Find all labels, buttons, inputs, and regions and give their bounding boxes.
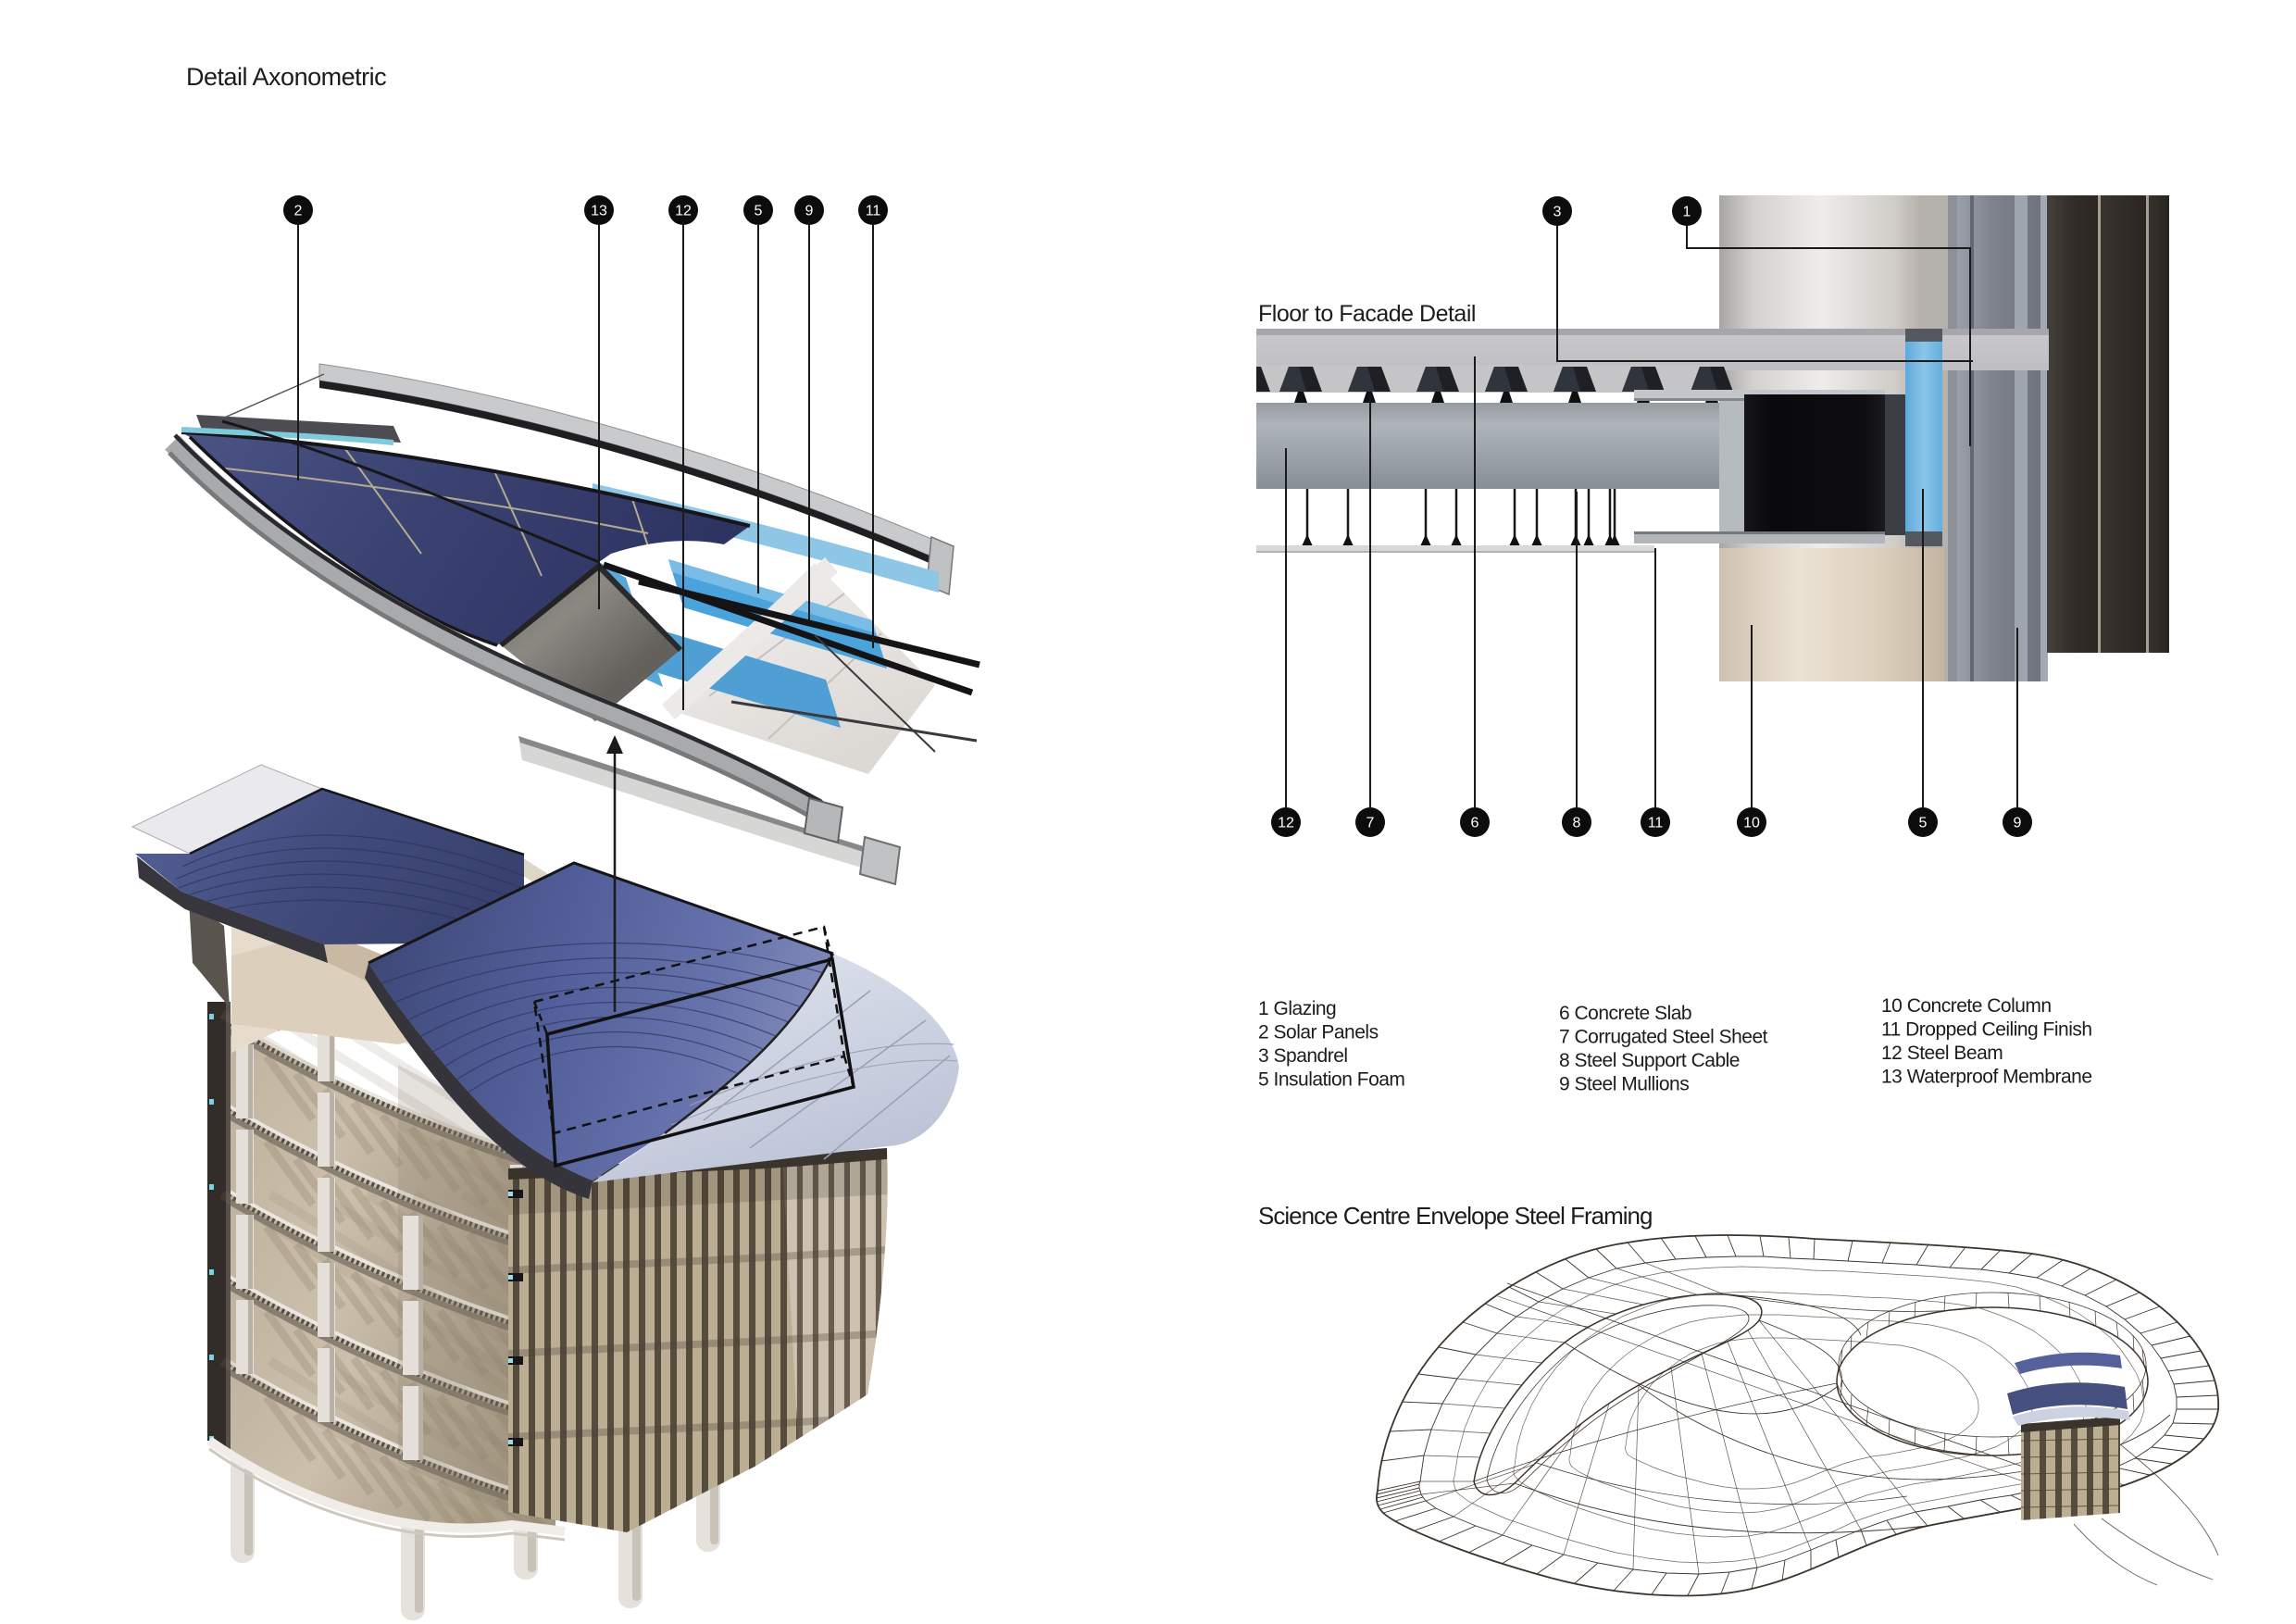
svg-text:11: 11 [866, 204, 881, 219]
svg-text:11: 11 [1648, 816, 1664, 831]
svg-text:Science Centre Envelope Steel: Science Centre Envelope Steel Framing [1258, 1202, 1652, 1230]
svg-text:9: 9 [805, 204, 814, 219]
svg-text:5 Insulation Foam: 5 Insulation Foam [1258, 1069, 1404, 1091]
svg-text:8 Steel Support Cable: 8 Steel Support Cable [1559, 1050, 1740, 1071]
svg-text:13: 13 [591, 204, 607, 219]
svg-text:7: 7 [1366, 816, 1375, 831]
svg-text:11 Dropped Ceiling Finish: 11 Dropped Ceiling Finish [1881, 1019, 2092, 1041]
svg-text:2: 2 [294, 204, 303, 219]
svg-text:13 Waterproof Membrane: 13 Waterproof Membrane [1881, 1067, 2092, 1088]
svg-text:9: 9 [2014, 816, 2022, 831]
svg-text:12: 12 [675, 204, 692, 219]
svg-text:3: 3 [1554, 205, 1562, 220]
svg-text:10 Concrete Column: 10 Concrete Column [1881, 995, 2052, 1017]
svg-text:8: 8 [1573, 816, 1581, 831]
svg-text:5: 5 [1919, 816, 1928, 831]
svg-text:7 Corrugated Steel Sheet: 7 Corrugated Steel Sheet [1559, 1027, 1768, 1048]
svg-text:6: 6 [1471, 816, 1479, 831]
svg-text:3 Spandrel: 3 Spandrel [1258, 1045, 1348, 1067]
svg-text:6 Concrete Slab: 6 Concrete Slab [1559, 1003, 1691, 1024]
svg-text:Floor to Facade Detail: Floor to Facade Detail [1258, 301, 1476, 327]
svg-text:1: 1 [1683, 205, 1691, 220]
svg-text:12: 12 [1278, 816, 1294, 831]
svg-text:2 Solar Panels: 2 Solar Panels [1258, 1022, 1379, 1043]
svg-text:Detail Axonometric: Detail Axonometric [186, 63, 386, 91]
svg-text:10: 10 [1743, 816, 1760, 831]
svg-text:5: 5 [755, 204, 763, 219]
svg-text:9 Steel Mullions: 9 Steel Mullions [1559, 1074, 1689, 1095]
svg-text:1 Glazing: 1 Glazing [1258, 998, 1336, 1019]
svg-text:12 Steel Beam: 12 Steel Beam [1881, 1043, 2003, 1064]
